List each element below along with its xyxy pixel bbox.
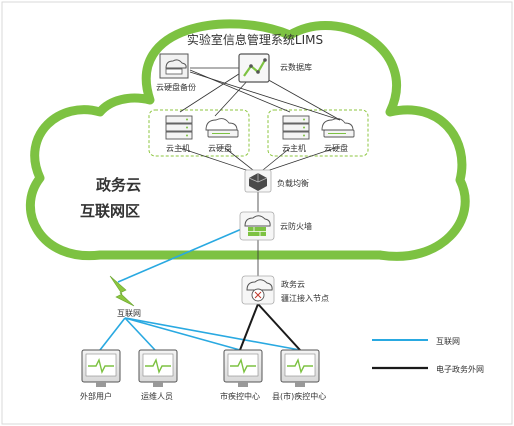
firewall-icon (239, 211, 275, 241)
county-control-center-label: 县(市)疾控中心 (272, 391, 326, 401)
cloud-disk-2-label: 云硬盘 (324, 143, 348, 153)
monitor-icon (280, 349, 320, 387)
internet-links (99, 227, 301, 351)
cloud-firewall-label: 云防火墙 (280, 221, 312, 231)
access-node-label-line2: 疆江接入节点 (281, 293, 329, 303)
cloud-database-icon (238, 53, 270, 83)
lightning-icon (109, 275, 135, 307)
external-user-label: 外部用户 (80, 391, 112, 401)
diagram-title: 实验室信息管理系统LIMS (187, 32, 323, 47)
monitor-icon (81, 349, 121, 387)
zone-label-line2: 互联网区 (80, 202, 140, 220)
cloud-host-1-label: 云主机 (166, 143, 190, 153)
gov-extranet-links (239, 303, 301, 351)
cloud-database-label: 云数据库 (280, 62, 312, 72)
monitor-icon (138, 349, 178, 387)
disk-icon (321, 118, 355, 138)
disk-icon (205, 118, 239, 138)
legend-gov-label: 电子政务外网 (436, 364, 484, 374)
city-control-center-label: 市疾控中心 (220, 391, 260, 401)
cloud-shape (25, 19, 470, 261)
monitor-icon (223, 349, 263, 387)
legend: 互联网 电子政务外网 (372, 337, 484, 374)
load-balancer-label: 负载均衡 (277, 178, 309, 188)
access-node-icon (241, 275, 275, 305)
internet-label: 互联网 (117, 309, 141, 318)
access-node-label-line1: 政务云 (281, 279, 305, 289)
load-balancer-icon (244, 169, 272, 193)
cloud-disk-1-label: 云硬盘 (208, 143, 232, 153)
ops-staff-label: 运维人员 (141, 391, 173, 401)
cloud-disk-backup-icon (159, 53, 189, 79)
zone-label-line1: 政务云 (96, 176, 141, 194)
legend-internet-label: 互联网 (436, 337, 460, 346)
server-icon (165, 115, 193, 140)
server-icon (282, 115, 310, 140)
cloud-disk-backup-label: 云硬盘备份 (156, 82, 196, 92)
cloud-host-2-label: 云主机 (282, 143, 306, 153)
